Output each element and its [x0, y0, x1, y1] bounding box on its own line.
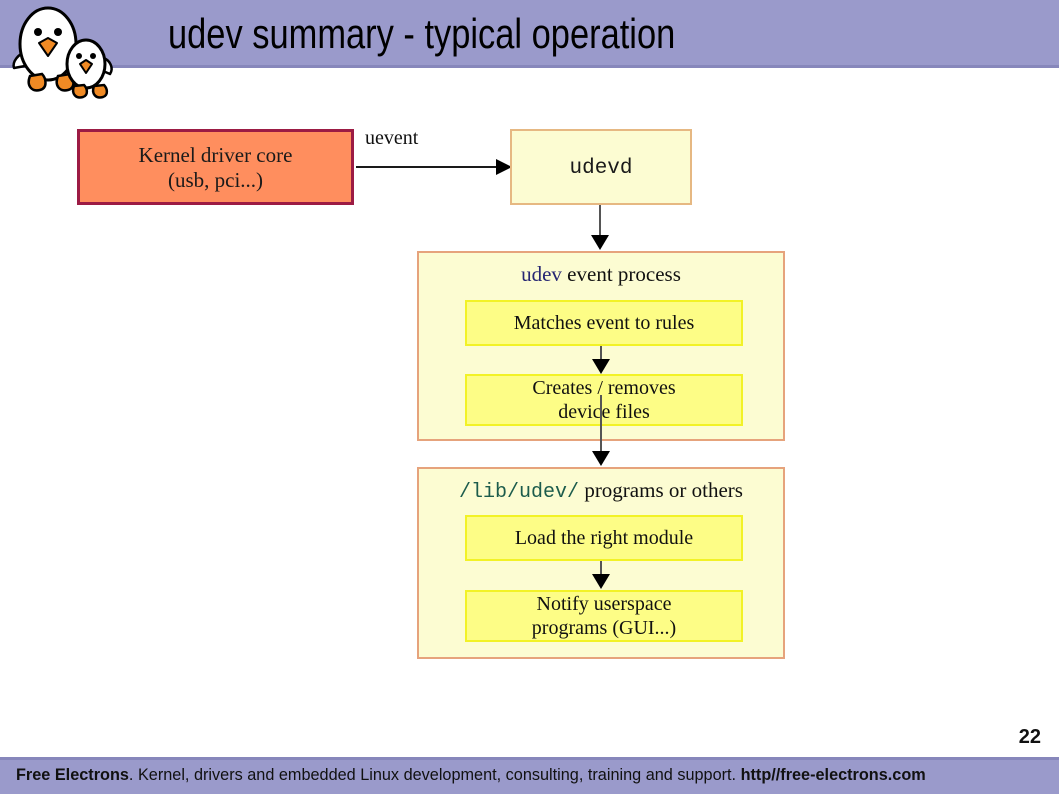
footer-text: Free Electrons. Kernel, drivers and embe…	[16, 760, 926, 791]
load-to-notify-arrow-head-icon	[592, 574, 610, 589]
two-penguins-logo	[6, 2, 126, 102]
udev-event-process-group: udev event process Matches event to rule…	[417, 251, 785, 441]
matches-to-creates-arrow-head-icon	[592, 359, 610, 374]
matches-to-creates-arrow-line	[600, 346, 602, 363]
creates-removes-device-files-box: Creates / removes device files	[465, 374, 743, 426]
creates-removes-line2: device files	[558, 401, 650, 423]
footer-tagline: . Kernel, drivers and embedded Linux dev…	[128, 766, 741, 784]
udevd-to-event-arrow-line	[599, 205, 601, 237]
page-title: udev summary - typical operation	[168, 10, 676, 57]
load-to-notify-arrow-line	[600, 561, 602, 578]
uevent-arrow-label: uevent	[365, 127, 419, 149]
load-the-right-module-box: Load the right module	[465, 515, 743, 561]
event-to-libudev-arrow-head-icon	[592, 451, 610, 466]
event-to-libudev-arrow-line	[600, 395, 602, 457]
matches-event-to-rules-line1: Matches event to rules	[513, 312, 695, 334]
libudev-programs-group: /lib/udev/ programs or others Load the r…	[417, 467, 785, 659]
kernel-driver-core-line1: Kernel driver core	[138, 143, 293, 167]
udev-flow-diagram: Kernel driver core (usb, pci...) uevent …	[0, 65, 1059, 720]
udev-event-process-title: udev event process	[419, 262, 783, 287]
udevd-to-event-arrow-head-icon	[591, 235, 609, 250]
uevent-arrow-head-icon	[496, 159, 512, 175]
matches-event-to-rules-box: Matches event to rules	[465, 300, 743, 346]
notify-userspace-line2: programs (GUI...)	[531, 617, 677, 639]
libudev-programs-title-accent: /lib/udev/	[459, 481, 580, 504]
libudev-programs-title: /lib/udev/ programs or others	[419, 478, 783, 504]
udev-event-process-title-accent: udev	[521, 262, 562, 286]
footer-brand: Free Electrons	[16, 766, 129, 784]
kernel-driver-core-line2: (usb, pci...)	[167, 168, 264, 192]
slide-header-band	[0, 0, 1059, 68]
notify-userspace-line1: Notify userspace	[536, 593, 672, 615]
footer-url[interactable]: http//free-electrons.com	[740, 766, 926, 784]
libudev-programs-title-rest: programs or others	[579, 478, 743, 502]
udevd-box: udevd	[510, 129, 692, 205]
uevent-arrow-line	[356, 166, 498, 168]
notify-userspace-programs-box: Notify userspace programs (GUI...)	[465, 590, 743, 642]
load-module-line1: Load the right module	[514, 527, 694, 549]
slide-footer-band: Free Electrons. Kernel, drivers and embe…	[0, 757, 1059, 794]
creates-removes-line1: Creates / removes	[532, 377, 676, 399]
kernel-driver-core-box: Kernel driver core (usb, pci...)	[77, 129, 354, 205]
page-number: 22	[1018, 726, 1041, 748]
udev-event-process-title-rest: event process	[561, 262, 681, 286]
